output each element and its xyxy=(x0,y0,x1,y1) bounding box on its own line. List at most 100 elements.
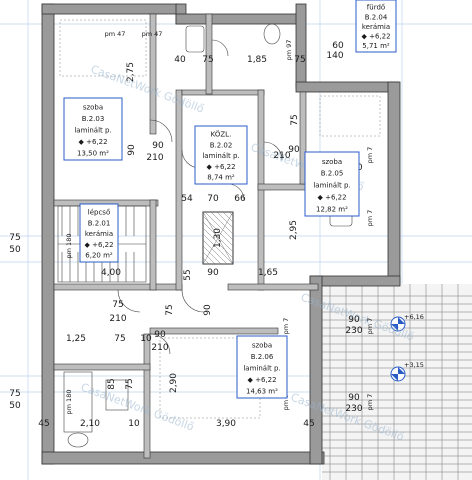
parapet-label: pm 7 xyxy=(282,394,290,411)
dimension-label: 2,75 xyxy=(126,62,136,82)
room-label-line: kerámia xyxy=(85,230,113,238)
dimension-label: 75 xyxy=(114,334,125,344)
parapet-label: pm 7 xyxy=(366,394,374,411)
parapet-label: pm 47 xyxy=(105,30,126,38)
dimension-label: 50 xyxy=(9,245,21,255)
parapet-label: pm 7 xyxy=(366,210,374,227)
inner-walls xyxy=(53,13,319,459)
level-labels: +6,16 +3,15 xyxy=(404,313,424,369)
room-label-box xyxy=(236,335,288,399)
room-labels: szoba B.2.03 laminált p. ◆ +6,22 13,50 m² KÖZ… xyxy=(63,0,397,399)
parapet-label: pm 180 xyxy=(65,234,73,259)
dimension-label: 230 xyxy=(345,404,362,414)
dimension-label: 10 xyxy=(140,334,152,344)
room-label-line: 6,20 m² xyxy=(85,252,113,260)
dimension-label: 40 xyxy=(174,55,186,65)
room-label-box xyxy=(63,97,123,161)
dimension-label: 90 xyxy=(152,141,164,151)
dimension-label: 55 xyxy=(183,269,193,280)
room-label-line: B.2.05 xyxy=(321,170,344,178)
room-label-line: fürdő xyxy=(367,3,385,12)
parapet-label: pm 180 xyxy=(65,390,73,415)
parapet-label: pm 7 xyxy=(366,147,374,164)
room-label-line: ◆ +6,22 xyxy=(84,241,113,249)
level-label: +6,16 xyxy=(404,313,424,321)
dimension-label: 75 xyxy=(112,300,123,310)
dimension-label: 75 xyxy=(290,114,300,125)
dimension-label: 85 xyxy=(107,378,117,389)
dimension-label: 70 xyxy=(207,194,219,204)
dimension-label: 10 xyxy=(128,419,140,429)
room-label-line: KÖZL. xyxy=(211,130,232,139)
dimension-label: 90 xyxy=(154,330,166,340)
room-label-line: szoba xyxy=(252,341,272,349)
room-label-line: ◆ +6,22 xyxy=(317,193,346,201)
dimension-label: 90 xyxy=(348,393,360,403)
room-label-line: B.2.02 xyxy=(210,141,233,149)
dimension-label: 75 xyxy=(9,389,20,399)
parapet-label: pm 7 xyxy=(366,318,374,335)
room-label-line: laminált p. xyxy=(74,126,111,134)
room-label-line: ◆ +6,22 xyxy=(78,138,107,146)
dimension-label: 90 xyxy=(127,144,137,156)
room-label-line: 8,74 m² xyxy=(207,174,235,182)
room-label-box xyxy=(79,203,119,263)
room-label-line: 5,71 m² xyxy=(362,42,390,50)
room-label-line: laminált p. xyxy=(313,182,350,190)
dimension-label: 2,10 xyxy=(80,419,100,429)
room-label-line: B.2.04 xyxy=(365,13,388,21)
parapet-label: pm 97 xyxy=(285,40,293,61)
dimension-label: 1,25 xyxy=(66,334,86,344)
dimension-label: 75 xyxy=(202,55,213,65)
dimension-label: 210 xyxy=(146,153,163,163)
dimension-label: 75 xyxy=(125,378,135,389)
room-label-r202: KÖZL. B.2.02 laminált p. ◆ +6,22 8,74 m² xyxy=(194,125,248,185)
dimension-label: 3,90 xyxy=(216,419,236,429)
room-label-line: 13,50 m² xyxy=(77,149,109,157)
room-label-line: B.2.01 xyxy=(88,219,111,227)
room-label-line: 14,63 m² xyxy=(246,387,278,395)
level-marker-lower xyxy=(390,366,406,382)
room-label-line: B.2.06 xyxy=(251,353,274,361)
dimension-label: 230 xyxy=(345,326,362,336)
room-label-line: laminált p. xyxy=(243,364,280,372)
dimension-label: 2,90 xyxy=(169,373,179,393)
level-label: +3,15 xyxy=(404,361,424,369)
room-label-line: ◆ +6,22 xyxy=(206,163,235,171)
dimension-label: 54 xyxy=(181,194,193,204)
room-label-line: B.2.03 xyxy=(82,115,105,123)
shaft xyxy=(202,211,234,265)
dimension-label: 90 xyxy=(203,304,213,316)
dimension-label: 140 xyxy=(326,51,343,61)
dimension-label: 75 xyxy=(294,55,305,65)
dimension-label: 90 xyxy=(207,268,219,278)
room-label-box xyxy=(304,151,360,217)
room-label-line: lépcső xyxy=(88,208,110,217)
dimension-label: 45 xyxy=(303,419,314,429)
dimension-label: 75 xyxy=(165,304,175,315)
room-label-line: 12,82 m² xyxy=(316,205,348,213)
dimension-label: 66 xyxy=(234,194,246,204)
room-label-line: kerámia xyxy=(362,23,390,31)
room-label-line: szoba xyxy=(322,158,342,166)
room-label-line: laminált p. xyxy=(202,152,239,160)
dimension-label: 1,30 xyxy=(213,228,223,248)
dimension-label: 75 xyxy=(9,233,20,243)
dimension-label: 60 xyxy=(332,41,344,51)
level-marker-upper xyxy=(390,316,406,332)
outer-walls xyxy=(41,3,401,465)
room-label-box xyxy=(355,0,397,53)
dimension-label: 210 xyxy=(151,343,168,353)
dimension-label: 210 xyxy=(109,314,126,324)
parapet-label: pm 47 xyxy=(142,30,163,38)
dimension-label: 90 xyxy=(288,145,300,155)
room-label-line: ◆ +6,22 xyxy=(361,33,390,41)
room-label-box xyxy=(194,125,248,185)
dimension-label: 1,65 xyxy=(258,268,278,278)
